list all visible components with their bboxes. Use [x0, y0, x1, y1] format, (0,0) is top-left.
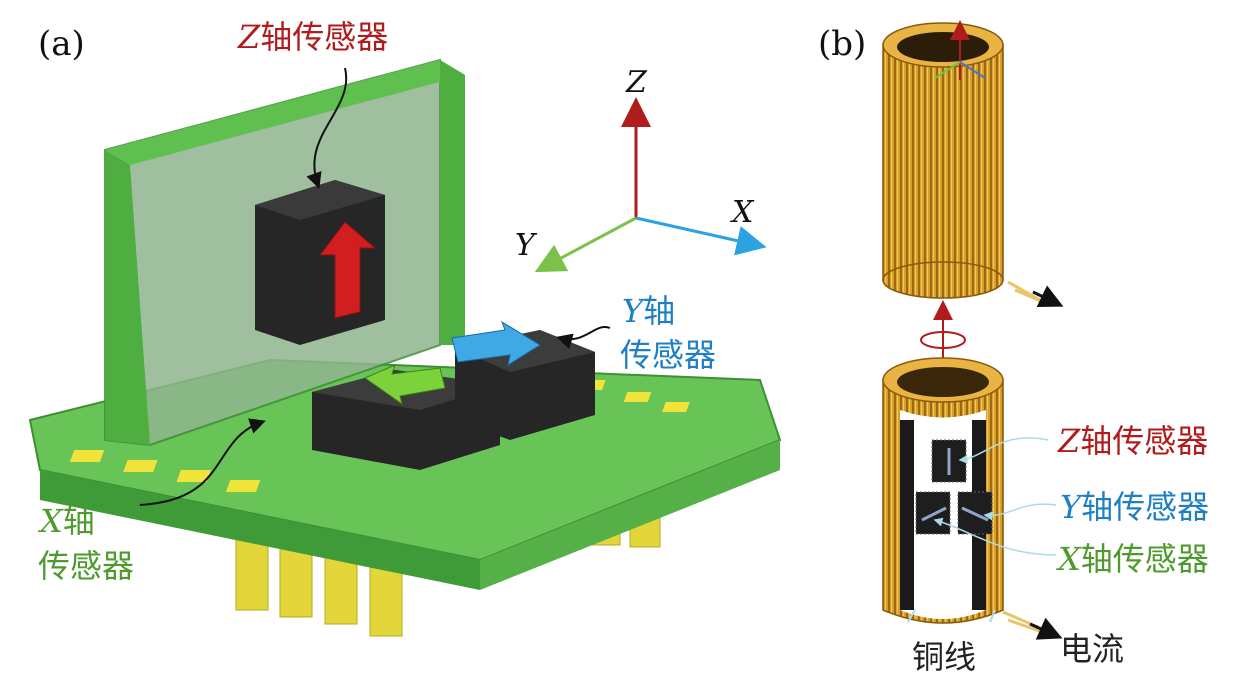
y-direction-arrow	[451, 320, 541, 367]
panel-a-illustration	[28, 58, 782, 637]
z-sensor-leader-b	[958, 437, 1049, 464]
y-sensor-label-line2: 传感器	[620, 336, 716, 374]
z-sensor-leader	[306, 67, 348, 189]
coordinate-axes: Z X Y	[515, 65, 767, 273]
z-sensor-chip	[255, 180, 385, 345]
x-axis-arrow	[635, 216, 767, 256]
x-sensor-leader-b	[933, 517, 1057, 556]
x-sensor-label-line1: X轴	[37, 502, 95, 540]
x-axis-label: X	[730, 195, 755, 230]
x-direction-arrow	[363, 364, 446, 406]
current-label: 电流	[1060, 630, 1124, 668]
coil-cylinder-cutaway	[882, 300, 1063, 640]
y-axis-label: Y	[515, 228, 538, 263]
copper-wire-label: 铜线	[912, 638, 976, 676]
y-sensor-label-line1: Y轴	[622, 292, 675, 330]
x-sensor-leader	[139, 418, 266, 506]
x-sensor-label-b: X轴传感器	[1055, 540, 1209, 578]
z-sensor-chip-b	[931, 439, 967, 483]
x-sensor-chip-b	[915, 491, 951, 535]
z-direction-arrow	[318, 221, 377, 319]
z-sensor-label: Z轴传感器	[237, 18, 388, 56]
coil-cylinder-top	[882, 20, 1064, 308]
y-sensor-label-b: Y轴传感器	[1060, 488, 1209, 526]
z-sensor-label-b: Z轴传感器	[1057, 422, 1208, 460]
current-arrow-top	[1032, 285, 1064, 308]
z-axis-label: Z	[625, 65, 648, 100]
x-sensor-label-line2: 传感器	[38, 547, 134, 585]
y-axis-arrow	[534, 216, 637, 273]
y-sensor-leader	[556, 326, 611, 349]
y-sensor-leader-b	[983, 503, 1057, 521]
current-arrow-bottom	[1029, 617, 1063, 640]
panel-b-label: (b)	[818, 24, 866, 64]
x-sensor-chip	[312, 364, 500, 470]
y-sensor-chip-b	[957, 491, 993, 535]
panel-a-label: (a)	[38, 24, 85, 64]
